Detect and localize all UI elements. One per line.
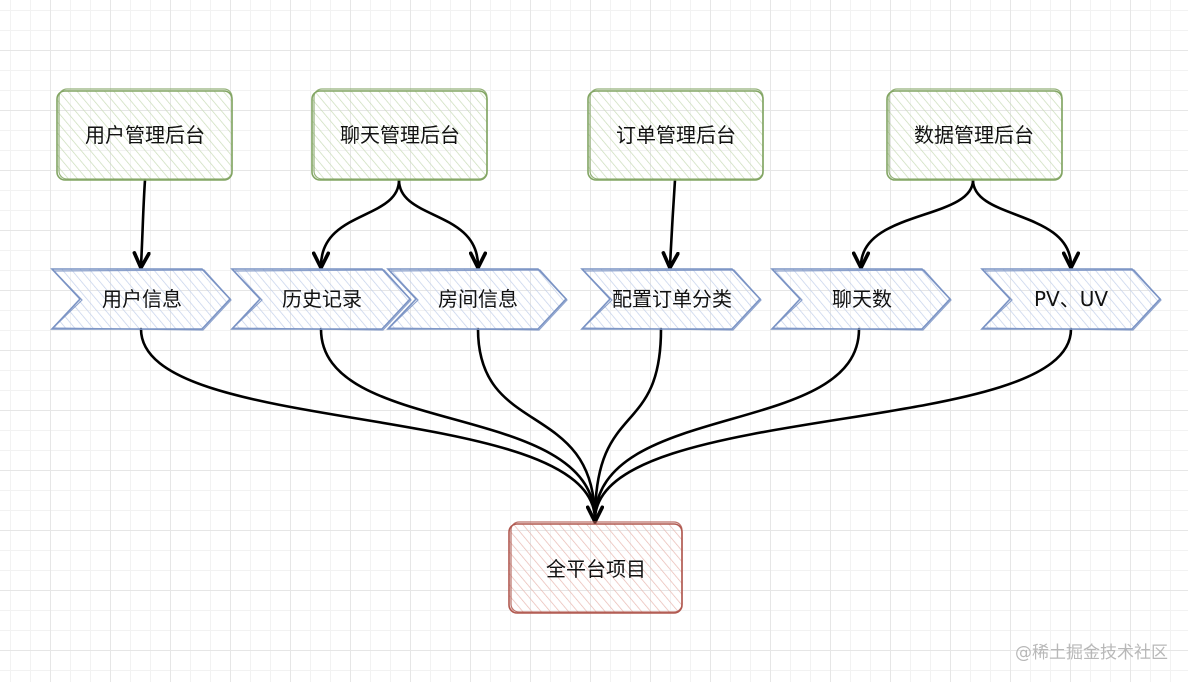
edge-b1-to-m1 [141, 178, 145, 266]
edge-m3-to-p1 [476, 327, 597, 522]
edge-m5-to-p1 [593, 327, 861, 522]
watermark-text: @稀土掘金技术社区 [1015, 643, 1168, 663]
edge-m2-to-p1 [319, 327, 597, 522]
backend-node-user-admin[interactable]: 用户管理后台 [56, 88, 233, 181]
edge-b2-to-m3 [397, 178, 478, 266]
backend-node-chat-admin[interactable]: 聊天管理后台 [311, 88, 488, 181]
module-node-user-info[interactable]: 用户信息 [50, 268, 232, 331]
backend-node-order-admin[interactable]: 订单管理后台 [587, 88, 764, 181]
module-node-label: 用户信息 [102, 287, 182, 311]
module-node-label: PV、UV [1034, 287, 1108, 311]
edge-m4-to-p1 [593, 327, 663, 522]
backend-to-module-edges [141, 178, 1071, 266]
module-node-label: 房间信息 [438, 287, 518, 311]
module-node-order-category[interactable]: 配置订单分类 [580, 268, 762, 331]
platform-node-label: 全平台项目 [546, 557, 646, 581]
edge-b4-to-m6 [971, 178, 1071, 266]
edge-b3-to-m4 [670, 178, 675, 266]
module-node-label: 配置订单分类 [612, 287, 732, 311]
edge-b4-to-m5 [861, 178, 975, 266]
backend-node-label: 订单管理后台 [616, 123, 736, 147]
module-to-platform-edges [139, 327, 1073, 522]
backend-node-data-admin[interactable]: 数据管理后台 [886, 88, 1063, 181]
edge-m6-to-p1 [593, 327, 1073, 522]
edge-m1-to-p1 [139, 327, 595, 520]
module-node-pv-uv[interactable]: PV、UV [980, 268, 1162, 331]
module-node-history[interactable]: 历史记录 [230, 268, 412, 331]
platform-node[interactable]: 全平台项目 [508, 521, 683, 614]
module-node-label: 历史记录 [282, 287, 362, 311]
backend-node-label: 用户管理后台 [85, 123, 205, 147]
module-node-room-info[interactable]: 房间信息 [386, 268, 568, 331]
module-node-chat-count[interactable]: 聊天数 [770, 268, 952, 331]
backend-node-label: 聊天管理后台 [340, 123, 460, 147]
edge-b2-to-m2 [321, 178, 401, 266]
module-node-label: 聊天数 [832, 287, 892, 311]
backend-node-label: 数据管理后台 [914, 123, 1034, 147]
